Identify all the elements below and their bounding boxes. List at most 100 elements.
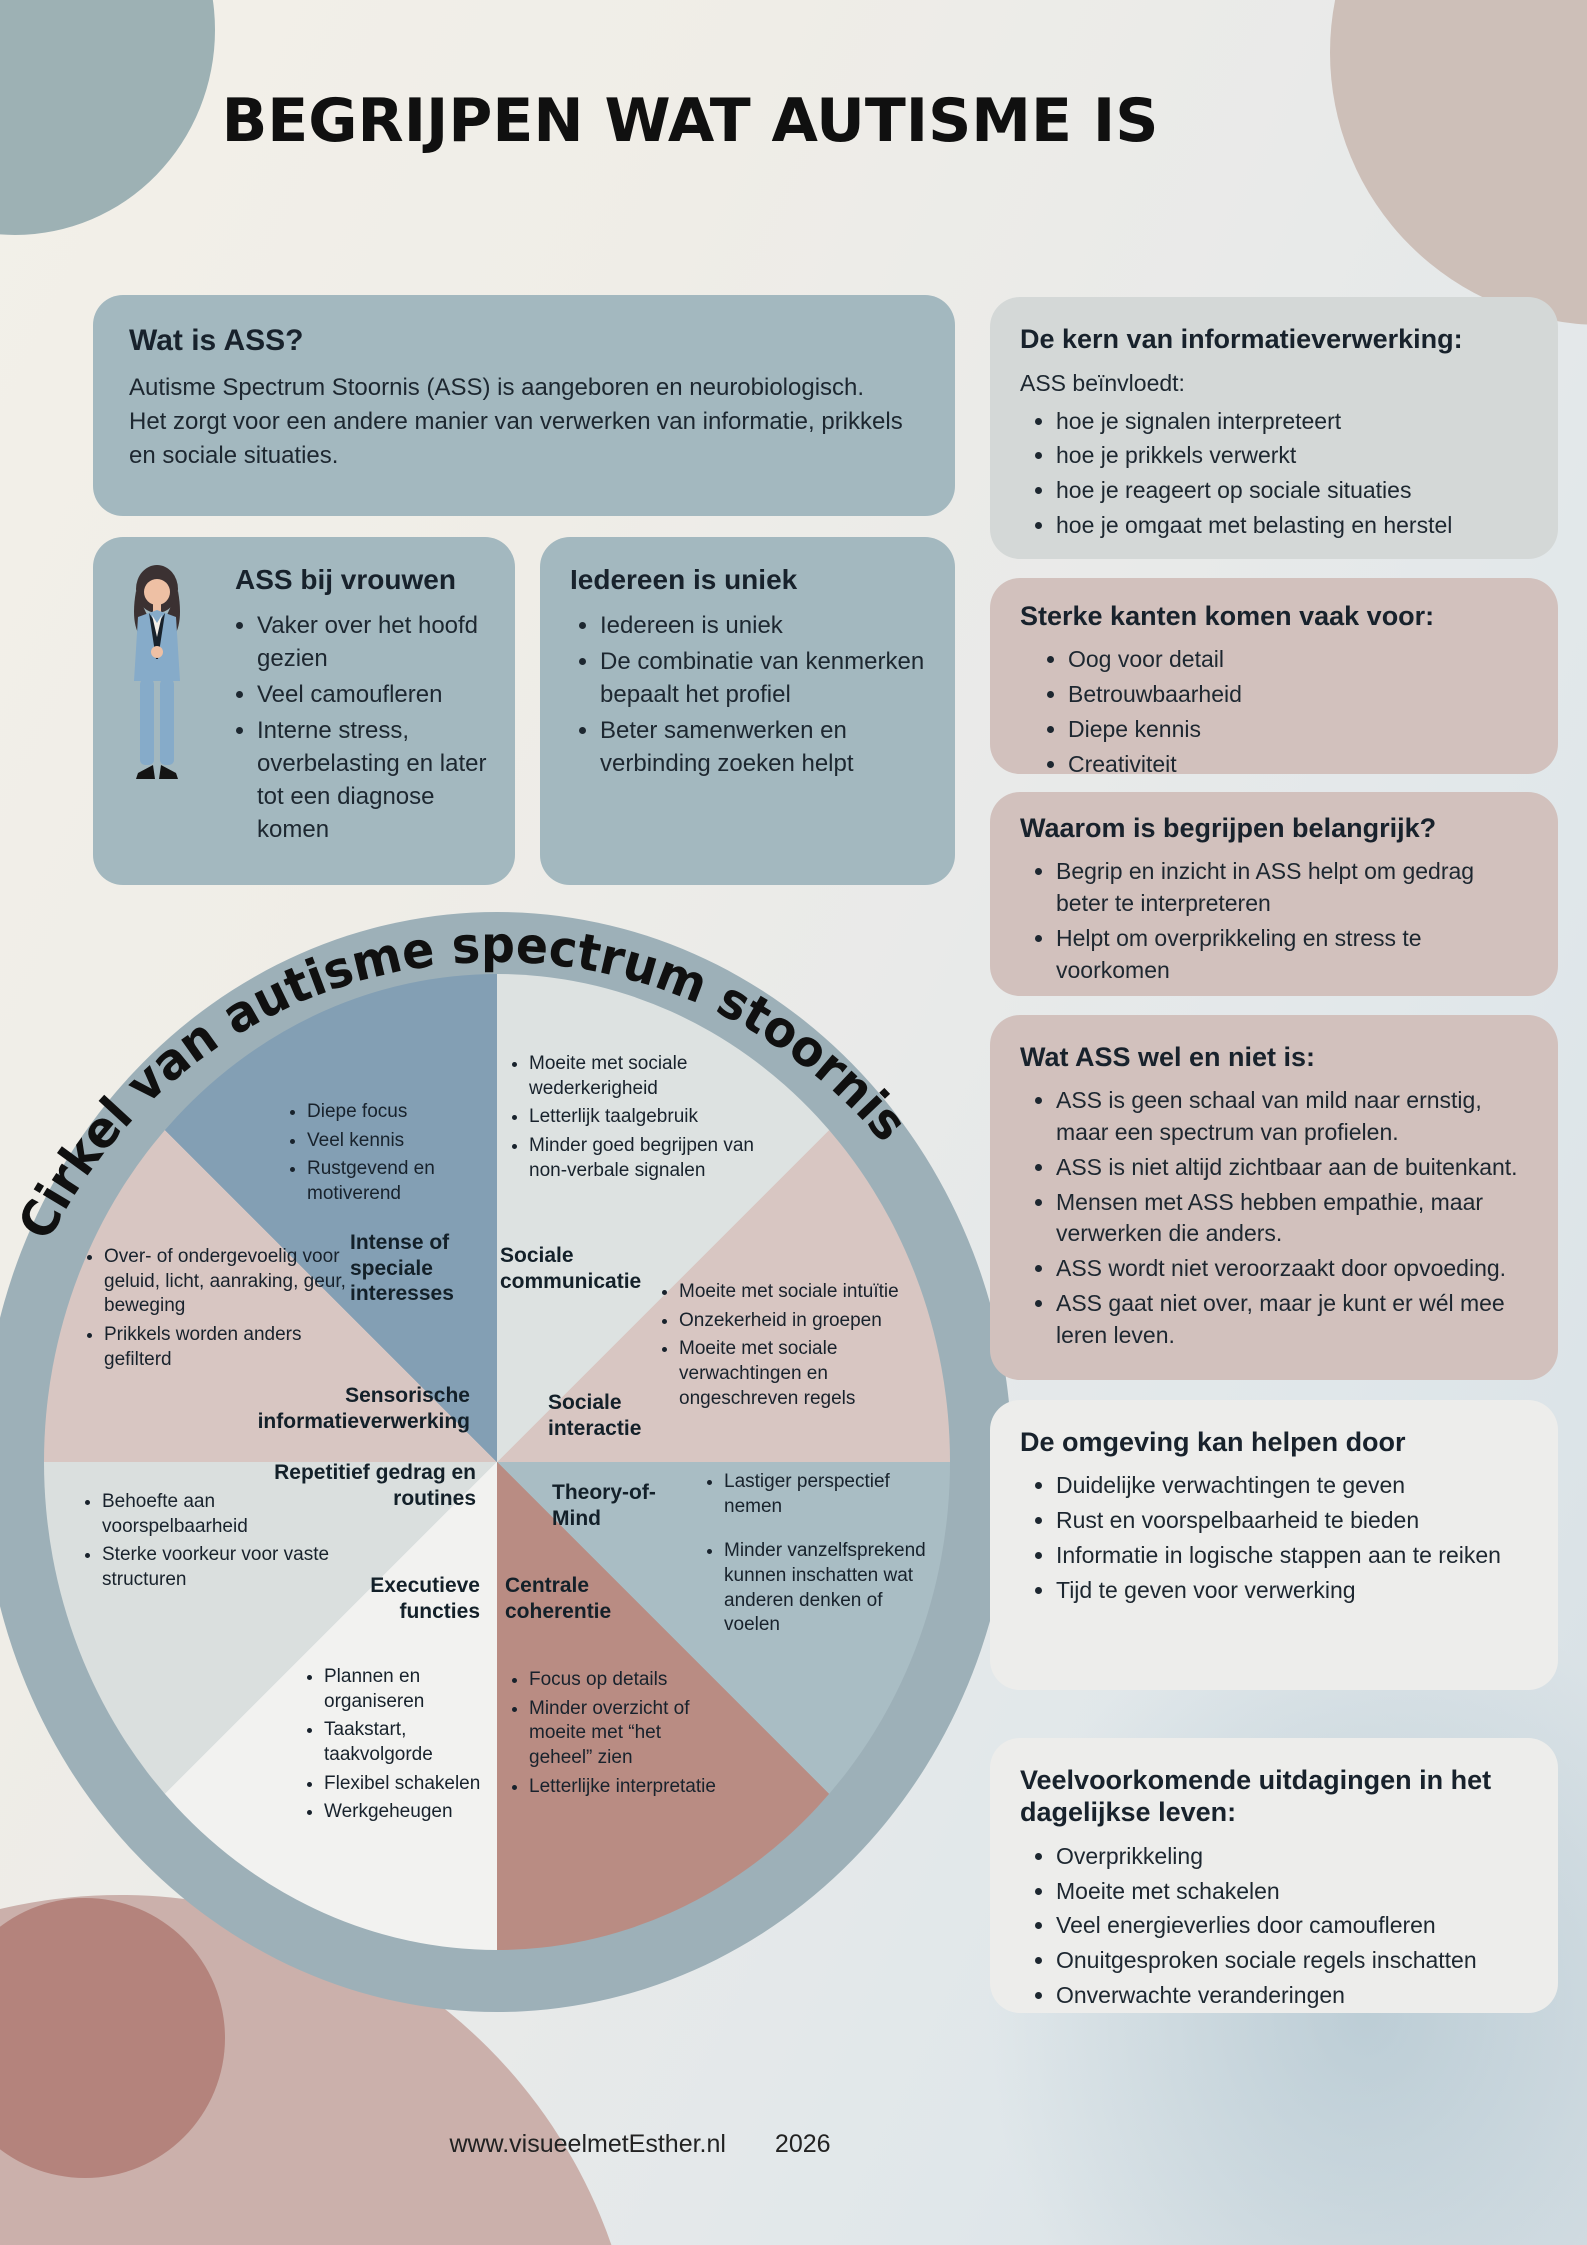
bullet-item: Minder vanzelfsprekend kunnen inschatten… [724,1539,939,1638]
bullet-item: ASS wordt niet veroorzaakt door opvoedin… [1056,1253,1528,1285]
card-bullet-list: Vaker over het hoofd gezienVeel camoufle… [229,609,491,847]
bullet-item: Minder overzicht of moeite met “het gehe… [529,1697,724,1771]
wheel-segment-label-centrale-coherentie: Centrale coherentie [505,1574,612,1623]
bullet-item: Focus op details [529,1668,724,1693]
card-title: De omgeving kan helpen door [1020,1427,1406,1457]
bullet-item: ASS gaat niet over, maar je kunt er wél … [1056,1288,1528,1351]
bullet-item: hoe je signalen interpreteert [1056,406,1528,438]
bullet-item: Beter samenwerken en verbinding zoeken h… [600,714,925,780]
bullet-item: Veel camoufleren [257,678,491,711]
bullet-item: Minder goed begrijpen van non-verbale si… [529,1134,774,1183]
decor-circle-bottom-left-dark [0,1898,225,2178]
woman-illustration [111,559,203,799]
omgeving-kan-helpen-card: De omgeving kan helpen door Duidelijke v… [990,1400,1558,1690]
wheel-segment-bullets-intense-interesses: Diepe focusVeel kennisRustgevend en moti… [283,1100,522,1211]
bullet-item: Taakstart, taakvolgorde [324,1718,514,1767]
page-title: BEGRIJPEN WAT AUTISME IS [221,86,1159,156]
wheel-segment-label-sensorische-informatieverwerking: Sensorische informatieverwerking [257,1384,470,1433]
bullet-item: Creativiteit [1068,749,1528,781]
wheel-segment-label-executieve-functies: Executieve functies [370,1574,480,1623]
bullet-item: hoe je reageert op sociale situaties [1056,475,1528,507]
bullet-item: Letterlijke interpretatie [529,1775,724,1800]
wat-ass-wel-en-niet-is-card: Wat ASS wel en niet is: ASS is geen scha… [990,1015,1558,1380]
footer-year: 2026 [774,2130,831,2158]
wheel-segment-bullets-sociale-communicatie: Moeite met sociale wederkerigheidLetterl… [505,1052,774,1187]
footer-website: www.visueelmetEsther.nl [449,2130,726,2158]
bullet-item: Rustgevend en motiverend [307,1157,522,1206]
bullet-item: Helpt om overprikkeling en stress te voo… [1056,923,1528,986]
card-title: Iedereen is uniek [570,564,798,595]
bullet-item: Moeite met schakelen [1056,1876,1528,1908]
bullet-item: ASS is niet altijd zichtbaar aan de buit… [1056,1152,1528,1184]
sterke-kanten-card: Sterke kanten komen vaak voor: Oog voor … [990,578,1558,777]
bullet-item: Vaker over het hoofd gezien [257,609,491,675]
bullet-item: Iedereen is uniek [600,609,925,642]
wheel-segment-label-intense-interesses: Intense of speciale interesses [350,1231,454,1306]
card-title: Sterke kanten komen vaak voor: [1020,601,1435,631]
bullet-item: Tijd te geven voor verwerking [1056,1575,1528,1607]
waarom-begrijpen-card: Waarom is begrijpen belangrijk? Begrip e… [990,792,1558,996]
bullet-item: De combinatie van kenmerken bepaalt het … [600,645,925,711]
bullet-item: Werkgeheugen [324,1800,514,1825]
bullet-item: hoe je omgaat met belasting en herstel [1056,510,1528,542]
card-title: Wat ASS wel en niet is: [1020,1042,1316,1072]
bullet-item: Duidelijke verwachtingen te geven [1056,1470,1528,1502]
card-title: Wat is ASS? [129,324,304,357]
iedereen-is-uniek-card: Iedereen is uniek Iedereen is uniekDe co… [540,537,955,885]
bullet-item: Sterke voorkeur voor vaste structuren [102,1543,347,1592]
bullet-item: Prikkels worden anders gefilterd [104,1323,359,1372]
wheel-segment-label-sociale-interactie: Sociale interactie [548,1391,642,1440]
card-bullet-list: OverprikkelingMoeite met schakelenVeel e… [1020,1841,1528,2012]
card-title: Waarom is begrijpen belangrijk? [1020,813,1437,843]
wheel-segment-bullets-executieve-functies: Plannen en organiserenTaakstart, taakvol… [300,1665,514,1829]
card-title: ASS bij vrouwen [235,564,456,595]
bullet-item: Betrouwbaarheid [1068,679,1528,711]
bullet-item: Overprikkeling [1056,1841,1528,1873]
card-bullet-list: Duidelijke verwachtingen te gevenRust en… [1020,1470,1528,1606]
bullet-item: Begrip en inzicht in ASS helpt om gedrag… [1056,856,1528,919]
bullet-item: Interne stress, overbelasting en later t… [257,714,491,846]
bullet-item: Veel energieverlies door camoufleren [1056,1910,1528,1942]
bullet-item: Moeite met sociale intuïtie [679,1280,934,1305]
bullet-item: ASS is geen schaal van mild naar ernstig… [1056,1085,1528,1148]
card-bullet-list: Oog voor detailBetrouwbaarheidDiepe kenn… [1020,644,1528,780]
uitdagingen-card: Veelvoorkomende uitdagingen in het dagel… [990,1738,1558,2013]
bullet-item: Moeite met sociale wederkerigheid [529,1052,774,1101]
card-text: Autisme Spectrum Stoornis (ASS) is aange… [129,374,865,401]
kern-informatieverwerking-card: De kern van informatieverwerking: ASS be… [990,297,1558,559]
wheel-segment-bullets-sensorische-informatieverwerking: Over- of ondergevoelig voor geluid, lich… [80,1245,359,1376]
card-title: Veelvoorkomende uitdagingen in het dagel… [1020,1765,1492,1828]
bullet-item: Onverwachte veranderingen [1056,1980,1528,2012]
wheel-segment-label-sociale-communicatie: Sociale communicatie [500,1244,642,1293]
wheel-segment-label-repetitief-gedrag: Repetitief gedrag en routines [274,1461,476,1510]
card-bullet-list: Iedereen is uniekDe combinatie van kenme… [570,609,925,781]
bullet-item: Mensen met ASS hebben empathie, maar ver… [1056,1187,1528,1250]
wheel-segment-bullets-centrale-coherentie: Focus op detailsMinder overzicht of moei… [505,1668,724,1803]
footer: www.visueelmetEsther.nl 2026 [0,2130,1280,2159]
card-bullet-list: hoe je signalen interpreteerthoe je prik… [1020,406,1528,542]
wheel-segment-label-theory-of-mind: Theory-of-Mind [552,1481,656,1530]
bullet-item: Over- of ondergevoelig voor geluid, lich… [104,1245,359,1319]
bullet-item: Moeite met sociale verwachtingen en onge… [679,1337,934,1411]
bullet-item: Diepe focus [307,1100,522,1125]
wheel-pie [44,974,950,1950]
bullet-item: Informatie in logische stappen aan te re… [1056,1540,1528,1572]
card-intro: ASS beïnvloedt: [1020,370,1185,397]
bullet-item: Behoefte aan voorspelbaarheid [102,1490,347,1539]
bullet-item: Flexibel schakelen [324,1772,514,1797]
bullet-item: hoe je prikkels verwerkt [1056,440,1528,472]
card-bullet-list: ASS is geen schaal van mild naar ernstig… [1020,1085,1528,1351]
bullet-item: Oog voor detail [1068,644,1528,676]
card-title: De kern van informatieverwerking: [1020,324,1463,354]
bullet-item: Lastiger perspectief nemen [724,1470,939,1519]
bullet-item: Onuitgesproken sociale regels inschatten [1056,1945,1528,1977]
bullet-item: Plannen en organiseren [324,1665,514,1714]
bullet-item: Onzekerheid in groepen [679,1309,934,1334]
wheel-segment-bullets-repetitief-gedrag: Behoefte aan voorspelbaarheidSterke voor… [78,1490,347,1597]
wheel-segment-bullets-sociale-interactie: Moeite met sociale intuïtieOnzekerheid i… [655,1280,934,1415]
bullet-item: Veel kennis [307,1129,522,1154]
bullet-item: Diepe kennis [1068,714,1528,746]
wat-is-ass-card: Wat is ASS? Autisme Spectrum Stoornis (A… [93,295,955,516]
card-text: Het zorgt voor een andere manier van ver… [129,408,903,470]
